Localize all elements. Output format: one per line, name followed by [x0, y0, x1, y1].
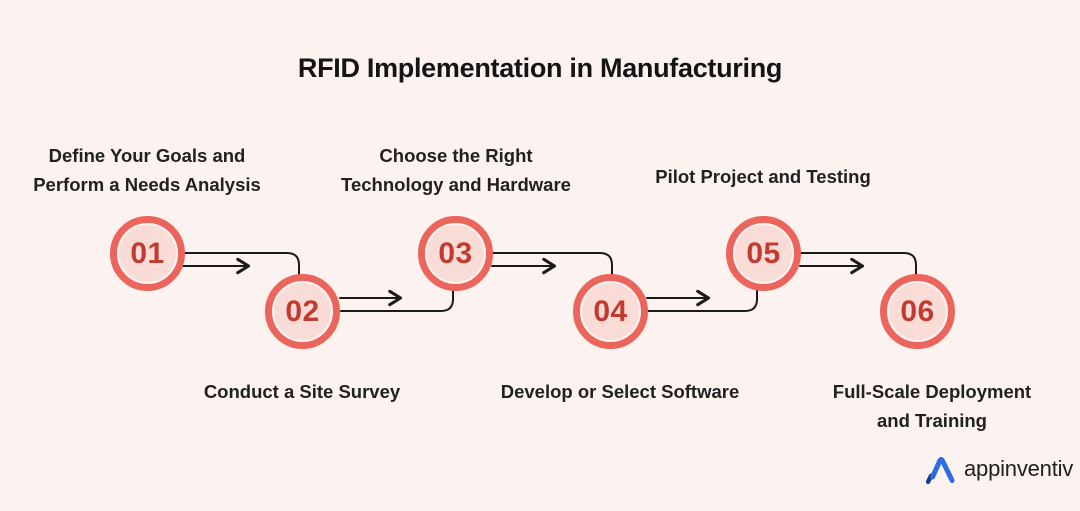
- step-2-number: 02: [285, 294, 320, 328]
- appinventiv-logo: appinventiv: [925, 452, 1073, 485]
- step-4-number: 04: [593, 294, 628, 328]
- step-1-number: 01: [130, 236, 165, 270]
- connector-elbow-1-2: [183, 252, 300, 278]
- step-5-number: 05: [746, 236, 781, 270]
- connector-elbow-2-3: [340, 286, 454, 312]
- step-6-label: Full-Scale Deployment and Training: [832, 381, 1032, 431]
- step-3-label: Choose the Right Technology and Hardware: [341, 145, 571, 195]
- connector-elbow-5-6: [800, 252, 917, 278]
- step-1-circle: 01: [110, 216, 185, 291]
- step-5-circle: 05: [726, 216, 801, 291]
- step-3-number: 03: [438, 236, 473, 270]
- page-title: RFID Implementation in Manufacturing: [297, 53, 783, 83]
- step-4-circle: 04: [573, 274, 648, 349]
- step-1-label: Define Your Goals and Perform a Needs An…: [33, 145, 261, 195]
- step-6-circle: 06: [880, 274, 955, 349]
- step-4-label: Develop or Select Software: [500, 381, 740, 402]
- step-2-label: Conduct a Site Survey: [203, 381, 401, 402]
- step-5-label: Pilot Project and Testing: [655, 166, 871, 187]
- connector-elbow-4-5: [647, 286, 758, 312]
- connector-elbow-3-4: [492, 252, 613, 278]
- appinventiv-a-icon: [925, 457, 955, 485]
- step-3-circle: 03: [418, 216, 493, 291]
- step-6-number: 06: [900, 294, 935, 328]
- step-2-circle: 02: [265, 274, 340, 349]
- brand-name: appinventiv: [964, 455, 1074, 481]
